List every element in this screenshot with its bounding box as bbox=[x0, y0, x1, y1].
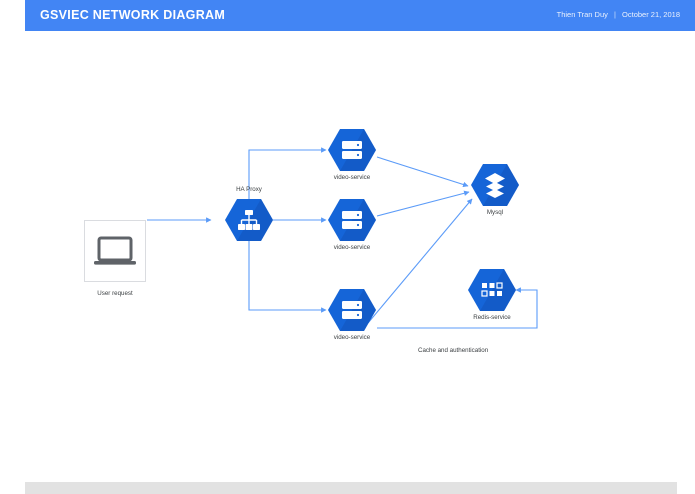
server-stack-icon bbox=[342, 211, 362, 229]
node-user-request[interactable] bbox=[84, 220, 146, 282]
hexagon-shape-video-service-bottom bbox=[328, 289, 376, 331]
diagram-canvas: User request HA Proxy bbox=[0, 31, 695, 482]
edge-video-bottom-to-mysql bbox=[367, 198, 473, 324]
edge-label-cache-and-authentication: Cache and authentication bbox=[418, 347, 489, 354]
laptop-icon bbox=[94, 236, 136, 265]
hexagon-shape-mysql bbox=[471, 164, 519, 206]
header-date: October 21, 2018 bbox=[622, 10, 680, 19]
node-label-video-service-middle: video-service bbox=[333, 244, 371, 251]
hexagon-shape-redis-service bbox=[468, 269, 516, 311]
footer-bar bbox=[25, 482, 677, 494]
hexagon-shape-ha-proxy bbox=[225, 199, 273, 241]
header-separator: | bbox=[613, 10, 616, 19]
load-balancer-icon bbox=[238, 210, 260, 230]
hexagon-shape-video-service-middle bbox=[328, 199, 376, 241]
layers-icon bbox=[485, 173, 505, 198]
node-label-mysql: Mysql bbox=[486, 209, 504, 216]
connector-layer bbox=[147, 147, 538, 329]
node-label-user-request: User request bbox=[97, 290, 133, 297]
grid-squares-icon bbox=[481, 282, 503, 297]
hexagon-shape-video-service-top bbox=[328, 129, 376, 171]
edge-haproxy-to-video-bottom bbox=[248, 241, 327, 313]
header-author: Thien Tran Duy bbox=[556, 10, 608, 19]
edge-haproxy-to-video-top bbox=[248, 147, 327, 199]
server-stack-icon bbox=[342, 141, 362, 159]
header-bar: GSVIEC NETWORK DIAGRAM Thien Tran Duy | … bbox=[25, 0, 695, 31]
header-meta: Thien Tran Duy | October 21, 2018 bbox=[557, 10, 680, 19]
node-label-ha-proxy: HA Proxy bbox=[236, 186, 262, 193]
node-label-redis-service: Redis-service bbox=[473, 314, 511, 321]
server-stack-icon bbox=[342, 301, 362, 319]
edge-video-top-to-mysql bbox=[376, 156, 469, 188]
node-label-video-service-top: video-service bbox=[333, 174, 371, 181]
node-label-video-service-bottom: video-service bbox=[333, 334, 371, 341]
edge-video-bottom-to-redis bbox=[377, 287, 538, 329]
page-title: GSVIEC NETWORK DIAGRAM bbox=[40, 8, 226, 22]
edge-video-middle-to-mysql bbox=[376, 190, 470, 217]
